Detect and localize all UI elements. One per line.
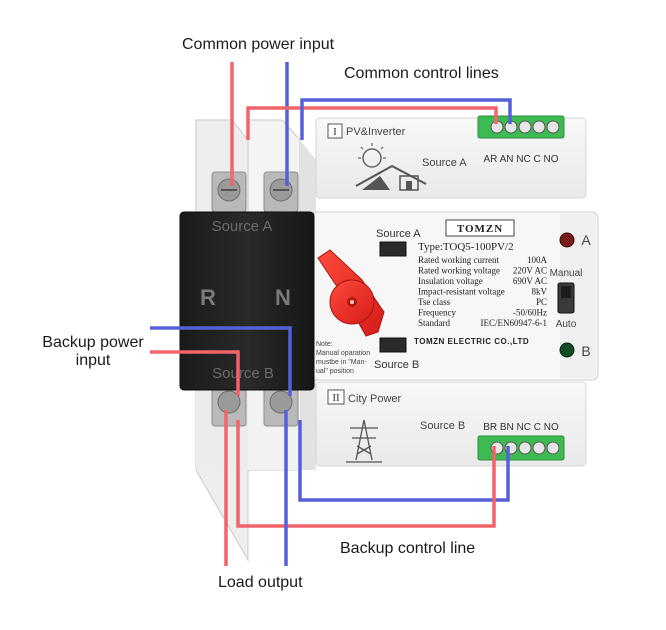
switch-auto-label: Auto [556,319,577,330]
sun-house-icon [355,143,427,191]
backup-control-red-wire [236,420,496,528]
note-line-4: ual" position [316,368,354,375]
breaker-block: Source A R N Source B [179,211,315,391]
panel-source-b-label: Source B [374,359,419,371]
spec-value: 100A [527,255,548,265]
top-module-title: PV&Inverter [346,126,406,138]
power-pylon-icon [346,419,382,463]
spec-name: Frequency [418,308,456,318]
type-label: Type:TOQ5-100PV/2 [418,241,514,253]
switch-manual-label: Manual [550,268,583,279]
backup-input-blue-wire [150,326,292,396]
brand-name: TOMZN [457,223,503,235]
spec-value: 220V AC [513,266,547,276]
breaker-pole-r: R [200,285,216,310]
top-module: I PV&Inverter Source A AR AN NC C NO [327,115,565,191]
breaker-pole-n: N [275,285,291,310]
indicator-a-lamp [559,232,575,248]
spec-value: 8kV [532,287,548,297]
spec-name: Insulation voltage [418,276,483,286]
indicator-b-lamp [559,342,575,358]
spec-table: Rated working current 100A Rated working v… [418,255,548,328]
spec-name: Rated working current [418,255,499,265]
top-module-badge: I [333,126,337,138]
breaker-source-a-label: Source A [212,218,273,235]
source-a-window [379,241,407,257]
common-power-input-label: Common power input [182,36,335,53]
brand-plate [445,219,515,237]
common-control-lines-label: Common control lines [344,65,499,82]
common-control-blue-wire [300,98,512,140]
spec-name: Standard [418,318,450,328]
indicator-b-label: B [581,343,590,359]
common-control-red-wire [246,106,498,140]
spec-name: Impact-resistant voltage [418,287,505,297]
backup-input-red-wire [150,350,240,396]
top-screw-terminals [211,171,299,213]
breaker-source-b-label: Source B [212,365,274,382]
bottom-module-title: City Power [348,393,402,405]
note-line-2: Manual oparation [316,350,370,357]
load-output-label: Load output [218,574,303,591]
bottom-module-badge: II [332,392,340,404]
spec-value: -50/60Hz [513,308,547,318]
backup-control-line-label: Backup control line [340,540,476,557]
bottom-terminal-labels: BR BN NC C NO [483,422,559,433]
bottom-module-source-label: Source B [420,420,465,432]
spec-value: 690V AC [513,276,547,286]
backup-power-input-label-line-2: input [75,352,111,369]
backup-power-input-label-line-1: Backup power [42,334,144,351]
spec-name: Rated working voltage [418,266,500,276]
spec-name: Tse class [418,297,451,307]
backup-control-blue-wire [298,420,510,502]
wires [150,62,512,566]
bottom-module: II City Power Source B BR BN NC C NO [327,389,565,463]
front-panel: Source A Source B TOMZN Type:TOQ5-100PV/… [316,219,591,375]
rotary-handle[interactable] [317,249,385,337]
spec-value: PC [536,297,547,307]
backup-power-input-label: Backup power input [38,334,148,370]
indicator-a-label: A [581,232,591,248]
top-terminal-labels: AR AN NC C NO [483,154,558,165]
note-line-3: mustbe in "Man- [316,359,367,366]
source-b-window [379,337,407,353]
company-name: TOMZN ELECTRIC CO.,LTD [414,337,529,346]
panel-source-a-label: Source A [376,228,421,240]
top-module-source-label: Source A [422,157,467,169]
spec-value: IEC/EN60947-6-1 [481,318,548,328]
note-line-1: Note: [316,341,333,348]
